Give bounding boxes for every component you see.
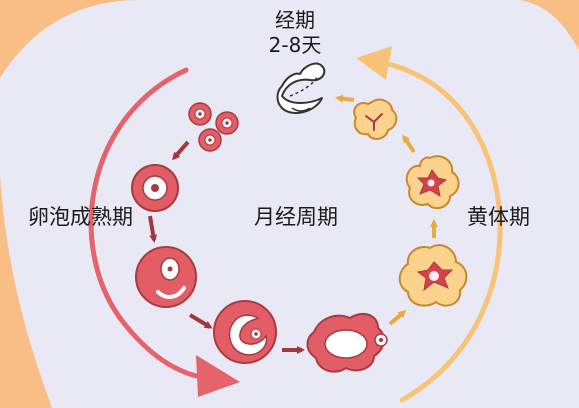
period-duration: 2-8天 xyxy=(268,33,322,57)
stage-arrow-2 xyxy=(148,215,158,243)
menstrual-cycle-label: 月经周期 xyxy=(254,205,338,229)
stage-arrow-5 xyxy=(388,310,407,326)
sanitary-pad-icon xyxy=(276,62,326,114)
corpus-albicans xyxy=(353,98,398,140)
primary-follicle xyxy=(215,111,239,135)
follicular-phase-arrow xyxy=(88,67,209,381)
luteal-phase-label: 黄体期 xyxy=(467,205,530,229)
follicular-arrow-head xyxy=(196,355,240,397)
stage-arrow-7 xyxy=(402,134,416,154)
primary-follicle-cluster xyxy=(188,102,239,152)
corpus-luteum-medium xyxy=(405,155,460,210)
luteal-phase-arrow xyxy=(377,59,503,403)
luteal-arrow-head xyxy=(356,46,392,80)
mature-follicle xyxy=(213,300,277,364)
primary-follicle xyxy=(198,128,222,152)
antral-follicle xyxy=(135,246,197,308)
stage-arrow-1 xyxy=(172,140,190,161)
primary-follicle xyxy=(188,102,212,126)
stage-arrow-8 xyxy=(335,94,355,103)
corpus-luteum-large xyxy=(398,244,468,307)
follicular-phase-label: 卵泡成熟期 xyxy=(28,205,133,229)
stage-arrow-3 xyxy=(188,313,213,329)
ovulating-follicle xyxy=(306,312,388,373)
period-title: 经期 xyxy=(275,8,315,32)
secondary-follicle xyxy=(131,164,179,212)
